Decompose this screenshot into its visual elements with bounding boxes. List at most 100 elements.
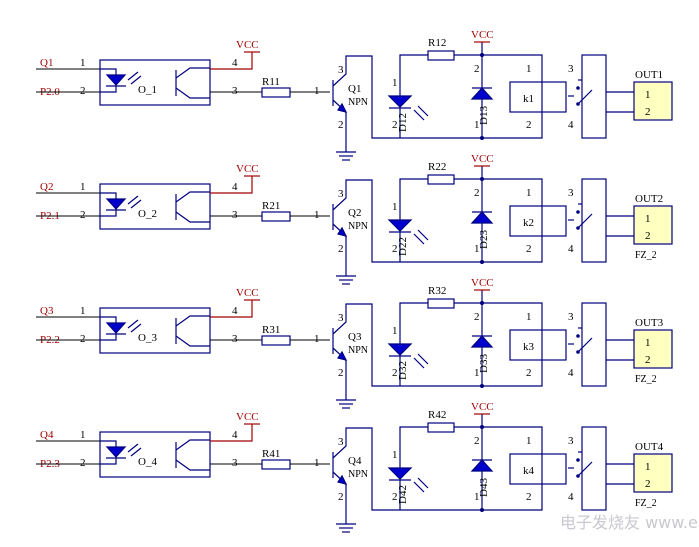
vcc-label: VCC	[471, 277, 494, 289]
opto-led-icon	[105, 74, 127, 86]
light-arrow-icon	[413, 357, 425, 369]
emitter-arrow-icon	[337, 474, 348, 485]
base-resistor-label: R21	[262, 200, 280, 212]
pin-number: 3	[568, 63, 574, 75]
coil-wire	[482, 302, 543, 387]
pin-number: 3	[232, 209, 238, 221]
pin-number: 4	[232, 181, 238, 193]
pin-number: 2	[80, 85, 86, 97]
relay-label: k3	[523, 341, 535, 353]
photo-transistor-collector	[175, 191, 210, 203]
vcc-wire	[210, 52, 253, 70]
pin-number: 2	[526, 243, 532, 255]
pin-number: 1	[645, 337, 651, 349]
transistor-label: Q2	[348, 207, 361, 219]
pin-number: 3	[232, 333, 238, 345]
pin-number: 1	[392, 325, 398, 337]
pin-number: 3	[232, 85, 238, 97]
pin-number: 1	[474, 119, 480, 131]
pin-number: 1	[80, 305, 86, 317]
diode-label: D13	[478, 106, 490, 125]
pin-number: 4	[568, 243, 574, 255]
pin-number: 3	[568, 187, 574, 199]
light-arrow-icon	[130, 323, 142, 333]
pin-number: 2	[392, 119, 398, 131]
diode-label: D33	[478, 354, 490, 373]
switch-blade-icon	[577, 89, 593, 105]
pin-number: 1	[526, 63, 532, 75]
status-led-icon	[387, 95, 413, 108]
led-resistor-label: R12	[428, 37, 446, 49]
led-resistor	[427, 174, 455, 185]
transistor-label: Q3	[348, 331, 362, 343]
pin-number: 4	[568, 119, 574, 131]
photo-transistor-emitter	[175, 459, 210, 471]
relay-coil	[509, 453, 567, 485]
pin-number: 2	[392, 243, 398, 255]
pin-number: 3	[338, 64, 344, 76]
coil-wire	[482, 54, 543, 139]
output-label: OUT4	[635, 441, 664, 453]
contact-dot	[576, 458, 580, 462]
opto-label: O_4	[138, 456, 157, 468]
opto-label: O_1	[138, 84, 157, 96]
pin-number: 2	[338, 491, 344, 503]
pin-number: 3	[568, 311, 574, 323]
pin-number: 2	[474, 435, 480, 447]
pin-number: 1	[645, 461, 651, 473]
input-label: Q4	[40, 429, 54, 441]
pin-number: 2	[80, 333, 86, 345]
fz-label: FZ_2	[635, 374, 657, 385]
input-label: Q2	[40, 181, 53, 193]
light-arrow-icon	[127, 443, 139, 453]
transistor-type: NPN	[348, 469, 368, 480]
opto-wire	[100, 458, 117, 465]
optocoupler-body	[99, 183, 211, 230]
output-terminal	[633, 453, 673, 493]
optocoupler-body	[99, 431, 211, 478]
led-label: D32	[397, 361, 409, 380]
watermark: 电子发烧友 www.elecfans.com	[560, 513, 699, 532]
freewheel-diode-icon	[470, 459, 494, 472]
switch-blade-icon	[577, 337, 593, 353]
relay-contact-frame	[581, 426, 607, 511]
vcc-label: VCC	[236, 39, 259, 51]
fz-label: FZ_2	[635, 250, 657, 261]
light-arrow-icon	[130, 75, 142, 85]
led-wire	[399, 54, 428, 96]
photo-transistor-collector	[175, 439, 210, 451]
transistor-type: NPN	[348, 97, 368, 108]
light-arrow-icon	[413, 109, 425, 121]
optocoupler-body	[99, 59, 211, 106]
vcc-label: VCC	[236, 411, 259, 423]
emitter-arrow-icon	[337, 350, 348, 361]
status-led-icon	[387, 467, 413, 480]
contact-dot	[576, 86, 580, 90]
pin-number: 1	[314, 209, 320, 221]
relay-contact-frame	[581, 178, 607, 263]
led-resistor-label: R22	[428, 161, 446, 173]
pin-number: 1	[526, 435, 532, 447]
pin-number: 2	[526, 367, 532, 379]
pin-number: 1	[474, 243, 480, 255]
led-resistor-label: R42	[428, 409, 446, 421]
pin-number: 2	[392, 367, 398, 379]
light-arrow-icon	[127, 71, 139, 81]
transistor-type: NPN	[348, 221, 368, 232]
led-wire	[399, 302, 428, 344]
pin-number: 1	[314, 333, 320, 345]
pin-number: 1	[80, 57, 86, 69]
pin-number: 2	[526, 491, 532, 503]
base-resistor	[261, 335, 291, 346]
pin-number: 1	[474, 491, 480, 503]
led-label: D12	[397, 113, 409, 132]
opto-wire	[100, 316, 117, 323]
opto-label: O_2	[138, 208, 157, 220]
pin-number: 2	[474, 311, 480, 323]
status-led-icon	[387, 343, 413, 356]
pin-number: 2	[645, 354, 651, 366]
